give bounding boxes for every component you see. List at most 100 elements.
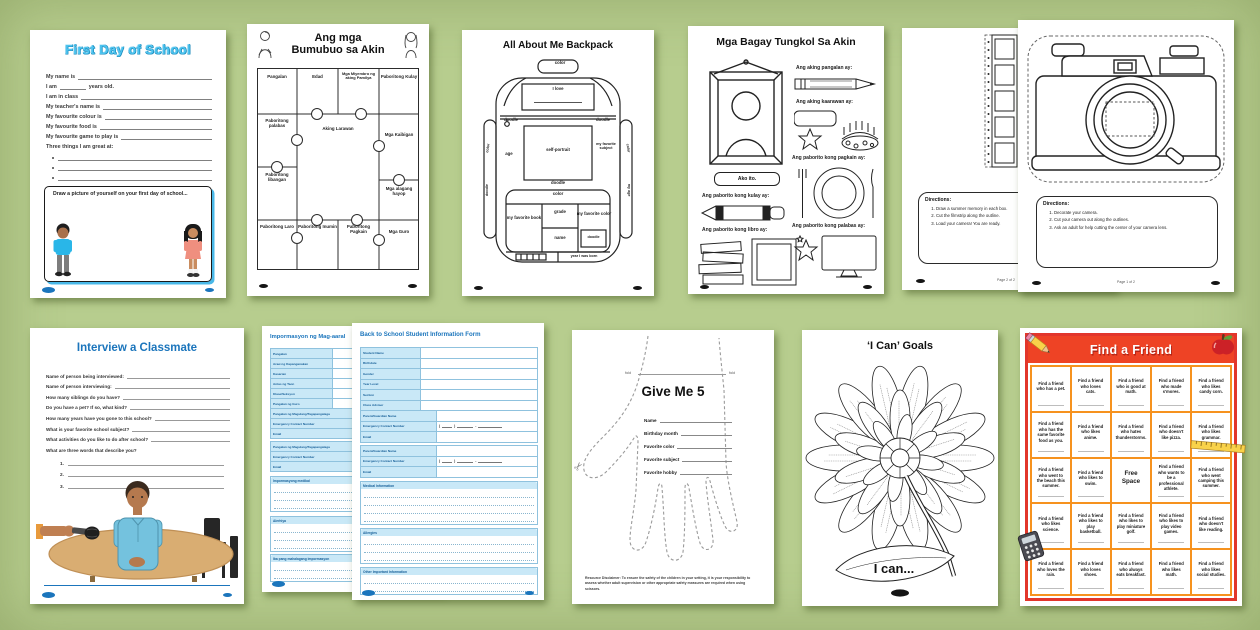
question-row: Name of person being interviewed: [46, 374, 230, 379]
apple-icon [1212, 334, 1234, 355]
field-favorite-color: Favorite color [644, 444, 732, 449]
twinkl-logo [474, 286, 483, 290]
field-name: Name [644, 418, 732, 423]
worksheet-find-a-friend[interactable]: Find a Friend Find a friend who has a pe… [1017, 328, 1246, 606]
bingo-cell[interactable]: Find a friend who went to the beach this… [1032, 458, 1070, 503]
goals-flower-illustration: I can... [805, 363, 995, 597]
bingo-cell[interactable]: Find a friend who went camping this summ… [1192, 458, 1230, 503]
backpack-label-doodle-right: doodle [595, 117, 611, 122]
bingo-cell[interactable]: Find a friend who has a pet. [1032, 367, 1070, 411]
guardian-block-2: Parent/Guardian Name Emergency Contact N… [360, 445, 538, 478]
bingo-cell[interactable]: Find a friend who wants to be a professi… [1152, 458, 1191, 503]
field-great-at: Three things I am great at: [46, 144, 114, 150]
twinkl-logo [223, 593, 232, 597]
worksheet-camera-craft-page[interactable]: Directions: Decorate your camera.Cut you… [1018, 20, 1234, 292]
section-other: Other Important Information [360, 567, 538, 595]
email-label: Email [271, 429, 355, 438]
puzzle-cell-guro: Mga Guro [388, 229, 410, 234]
bingo-cell[interactable]: Find a friend who always eats breakfast. [1111, 550, 1151, 594]
direction-step: Decorate your camera. [1054, 209, 1211, 216]
form-row: Student Name [361, 348, 537, 359]
email-label: Email [271, 462, 355, 471]
section-allergies: Allergies [360, 528, 538, 564]
drawing-prompt: Draw a picture of yourself on your first… [53, 191, 188, 197]
guardian-name-label: Pangalan ng Magulang/Tagapangalaga [271, 409, 355, 418]
worksheet-mga-bagay-tungkol-sa-akin[interactable]: Mga Bagay Tungkol Sa Akin Ako ito. Ang a… [688, 26, 884, 294]
field-food: My favourite food is [46, 124, 212, 130]
backpack-label-doodle-box: doodle [587, 235, 600, 239]
bingo-cell[interactable]: Free Space [1111, 458, 1151, 503]
bingo-cell[interactable]: Find a friend who doesn't like pizza. [1152, 412, 1191, 457]
worksheet-give-me-5[interactable]: fold fold ✂ Give Me 5 Name Birthday mont… [571, 330, 774, 604]
bingo-cell[interactable]: Find a friend who made s'mores. [1152, 367, 1191, 411]
prompt-pagkain: Ang paborito kong pagkain ay: [792, 155, 866, 161]
books-icon [698, 238, 797, 286]
fold-line [638, 374, 726, 375]
puzzle-cell-edad: Edad [312, 74, 323, 79]
field-teacher: My teacher's name is [46, 104, 212, 110]
puzzle-cell-laro: Paboritong Laro [260, 224, 294, 229]
worksheet-interview-a-classmate[interactable]: Interview a Classmate Name of person bei… [30, 328, 244, 604]
backpack-illustration [483, 59, 633, 263]
bingo-cell[interactable]: Find a friend who likes candy corn. [1192, 367, 1230, 411]
twinkl-logo [259, 284, 268, 288]
backpack-label-age: age [505, 151, 513, 156]
worksheet-all-about-me-backpack[interactable]: All About Me Backpack [462, 30, 654, 296]
question-row: How many siblings do you have? [46, 395, 230, 400]
direction-step: Cut your camera out along the outlines. [1054, 216, 1211, 223]
bingo-cell[interactable]: Find a friend who has the same favorite … [1032, 412, 1070, 457]
question-list: Name of person being interviewed: Name of… [46, 368, 230, 453]
contact-label: Emergency Contact Number [271, 419, 355, 428]
fold-label-right: fold [729, 371, 736, 375]
numbered-row: 2. [60, 472, 224, 477]
form-title: Back to School Student Information Form [360, 331, 481, 338]
bingo-cell[interactable]: Find a friend who loves cats. [1071, 367, 1110, 411]
puzzle-cell-larawan: Aking Larawan [322, 126, 354, 131]
directions-title: Directions: [1043, 201, 1070, 207]
twinkl-logo [1211, 281, 1220, 285]
interview-illustration [36, 481, 238, 582]
bingo-cell[interactable]: Find a friend who loves shoes. [1071, 550, 1110, 594]
bingo-cell[interactable]: Find a friend who is good at math. [1111, 367, 1151, 411]
page-title: Give Me 5 [641, 384, 705, 399]
field-birthday-month: Birthday month [644, 431, 732, 436]
form-row: Gender [361, 369, 537, 380]
crayon-icon [700, 205, 785, 221]
picture-frame-illustration [709, 59, 783, 165]
bingo-cell[interactable]: Find a friend who doesn't like reading. [1192, 504, 1230, 549]
puzzle-cell-inumin: Paboritong Inumin [298, 224, 337, 229]
boy-illustration [53, 223, 72, 277]
plate-fork-knife-icon [798, 167, 874, 219]
bingo-cell[interactable]: Find a friend who likes to play miniatur… [1111, 504, 1151, 549]
bingo-cell[interactable]: Find a friend who hates thunderstorms. [1111, 412, 1151, 457]
bingo-cell[interactable]: Find a friend who likes to swim. [1071, 458, 1110, 503]
pencil-icon [794, 78, 876, 90]
question-row: What is your favorite school subject? [46, 427, 230, 432]
worksheet-back-to-school-student-information-form[interactable]: Back to School Student Information Form … [352, 323, 544, 600]
filmstrip-illustration [984, 34, 1018, 168]
bingo-cell[interactable]: Find a friend who likes social studies. [1192, 550, 1230, 594]
bingo-cell[interactable]: Find a friend who likes to play basketba… [1071, 504, 1110, 549]
email-label: Email [361, 432, 437, 442]
backpack-label-side-my-age: my age [627, 183, 632, 197]
page-number: Page 2 of 2 [997, 278, 1015, 282]
bingo-cell[interactable]: Find a friend who likes anime. [1071, 412, 1110, 457]
twinkl-logo [408, 284, 417, 288]
question-row: Name of person interviewing: [46, 384, 230, 390]
twinkl-logo [863, 285, 872, 289]
question-row: What are three words that describe you? [46, 447, 137, 453]
bingo-cell[interactable]: Find a friend who likes math. [1152, 550, 1191, 594]
directions-title: Directions: [925, 197, 952, 203]
page-title: Find a Friend [1089, 342, 1173, 357]
directions-steps: Draw a summer memory in each box.Cut the… [936, 205, 1085, 227]
form-row: Section [361, 390, 537, 401]
twinkl-logo [362, 590, 375, 596]
bullet-line [46, 155, 212, 161]
worksheet-i-can-goals[interactable]: ‘I Can’ Goals [802, 330, 998, 606]
bingo-cell[interactable]: Find a friend who likes to play video ga… [1152, 504, 1191, 549]
